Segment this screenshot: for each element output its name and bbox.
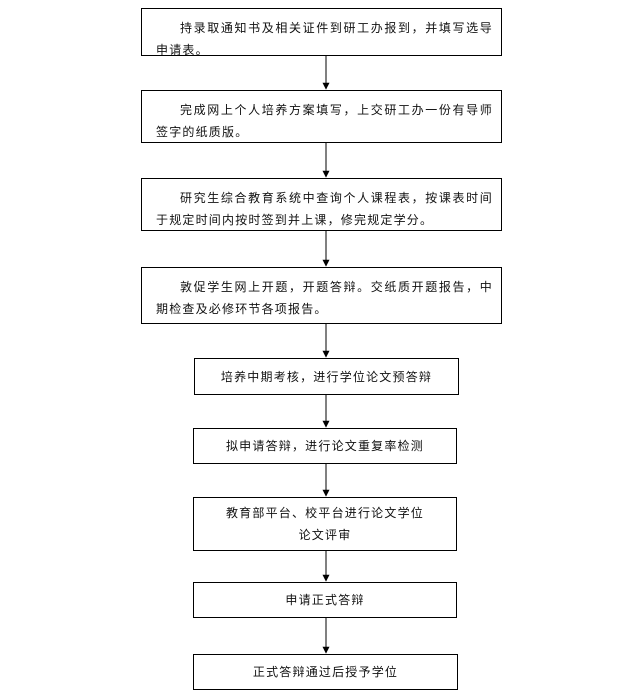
step-2-box: 完成网上个人培养方案填写，上交研工办一份有导师签字的纸质版。 (141, 90, 502, 143)
step-8-box: 申请正式答辩 (193, 582, 457, 618)
step-7-text: 教育部平台、校平台进行论文学位论文评审 (225, 506, 424, 542)
step-2-text: 完成网上个人培养方案填写，上交研工办一份有导师签字的纸质版。 (156, 103, 493, 139)
step-4-text: 敦促学生网上开题，开题答辩。交纸质开题报告，中期检查及必修环节各项报告。 (156, 280, 493, 316)
step-9-text: 正式答辩通过后授予学位 (252, 665, 399, 679)
step-3-box: 研究生综合教育系统中查询个人课程表，按课表时间于规定时间内按时签到并上课，修完规… (141, 178, 502, 231)
step-5-text: 培养中期考核，进行学位论文预答辩 (220, 369, 433, 384)
step-3-text: 研究生综合教育系统中查询个人课程表，按课表时间于规定时间内按时签到并上课，修完规… (156, 191, 493, 227)
step-5-box: 培养中期考核，进行学位论文预答辩 (194, 358, 459, 395)
step-8-text: 申请正式答辩 (285, 593, 365, 607)
step-1-text: 持录取通知书及相关证件到研工办报到，并填写选导申请表。 (156, 21, 493, 57)
step-4-box: 敦促学生网上开题，开题答辩。交纸质开题报告，中期检查及必修环节各项报告。 (141, 267, 502, 324)
step-9-box: 正式答辩通过后授予学位 (193, 654, 458, 690)
step-6-text: 拟申请答辩，进行论文重复率检测 (225, 439, 424, 453)
step-7-box: 教育部平台、校平台进行论文学位论文评审 (193, 497, 457, 551)
step-6-box: 拟申请答辩，进行论文重复率检测 (193, 428, 457, 464)
step-1-box: 持录取通知书及相关证件到研工办报到，并填写选导申请表。 (141, 8, 502, 57)
